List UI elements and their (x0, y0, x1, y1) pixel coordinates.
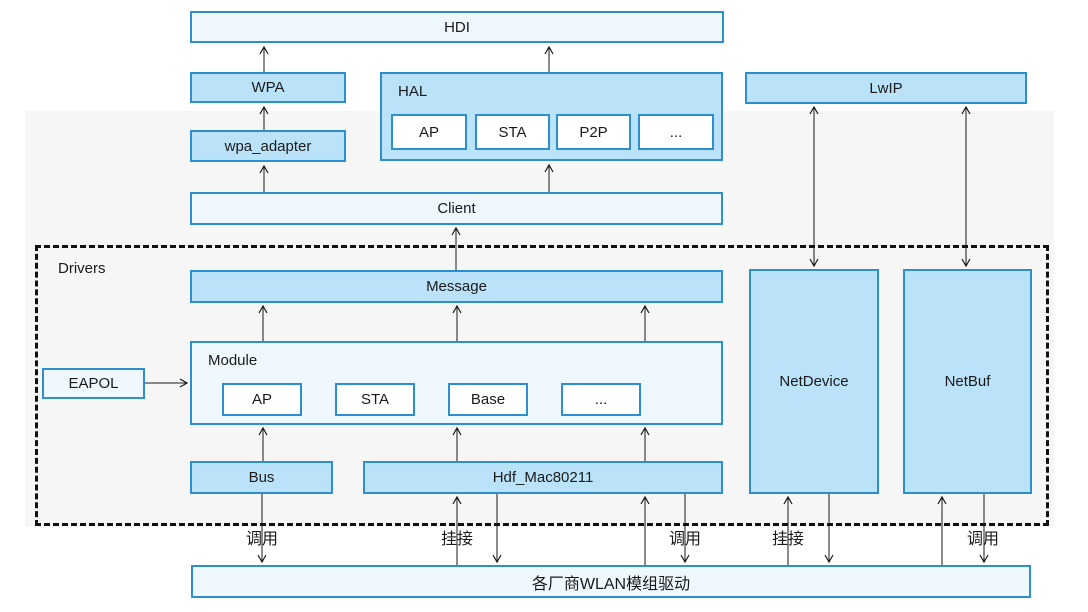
hal-item-p2p: P2P (556, 114, 631, 150)
module-box-label: Module (208, 352, 258, 369)
hal-box: HAL AP STA P2P ... (380, 72, 723, 161)
hal-box-label: HAL (398, 83, 428, 100)
edge-label-call-hdf: 调用 (668, 531, 702, 548)
wpa-adapter-box: wpa_adapter (190, 130, 346, 162)
module-item-sta: STA (335, 383, 415, 416)
hdi-box: HDI (190, 11, 724, 43)
module-box: Module AP STA Base ... (190, 341, 723, 425)
wpa-box: WPA (190, 72, 346, 103)
hdf-mac80211-box: Hdf_Mac80211 (363, 461, 723, 494)
message-box: Message (190, 270, 723, 303)
edge-label-call-bus: 调用 (245, 531, 279, 548)
netdevice-box: NetDevice (749, 269, 879, 494)
lwip-box: LwIP (745, 72, 1027, 104)
hal-item-ap: AP (391, 114, 467, 150)
netbuf-box: NetBuf (903, 269, 1032, 494)
module-item-ap: AP (222, 383, 302, 416)
hal-item-more: ... (638, 114, 714, 150)
edge-label-call-netbuf: 调用 (966, 531, 1000, 548)
drivers-group: Drivers (35, 245, 1049, 526)
module-item-more: ... (561, 383, 641, 416)
edge-label-hook-hdf: 挂接 (440, 531, 474, 548)
client-box: Client (190, 192, 723, 225)
vendor-driver-box: 各厂商WLAN模组驱动 (191, 565, 1031, 598)
background-panel (25, 111, 1054, 527)
eapol-box: EAPOL (42, 368, 145, 399)
module-item-base: Base (448, 383, 528, 416)
drivers-group-label: Drivers (58, 260, 106, 277)
hal-item-sta: STA (475, 114, 550, 150)
bus-box: Bus (190, 461, 333, 494)
edge-label-hook-netdevice: 挂接 (771, 531, 805, 548)
